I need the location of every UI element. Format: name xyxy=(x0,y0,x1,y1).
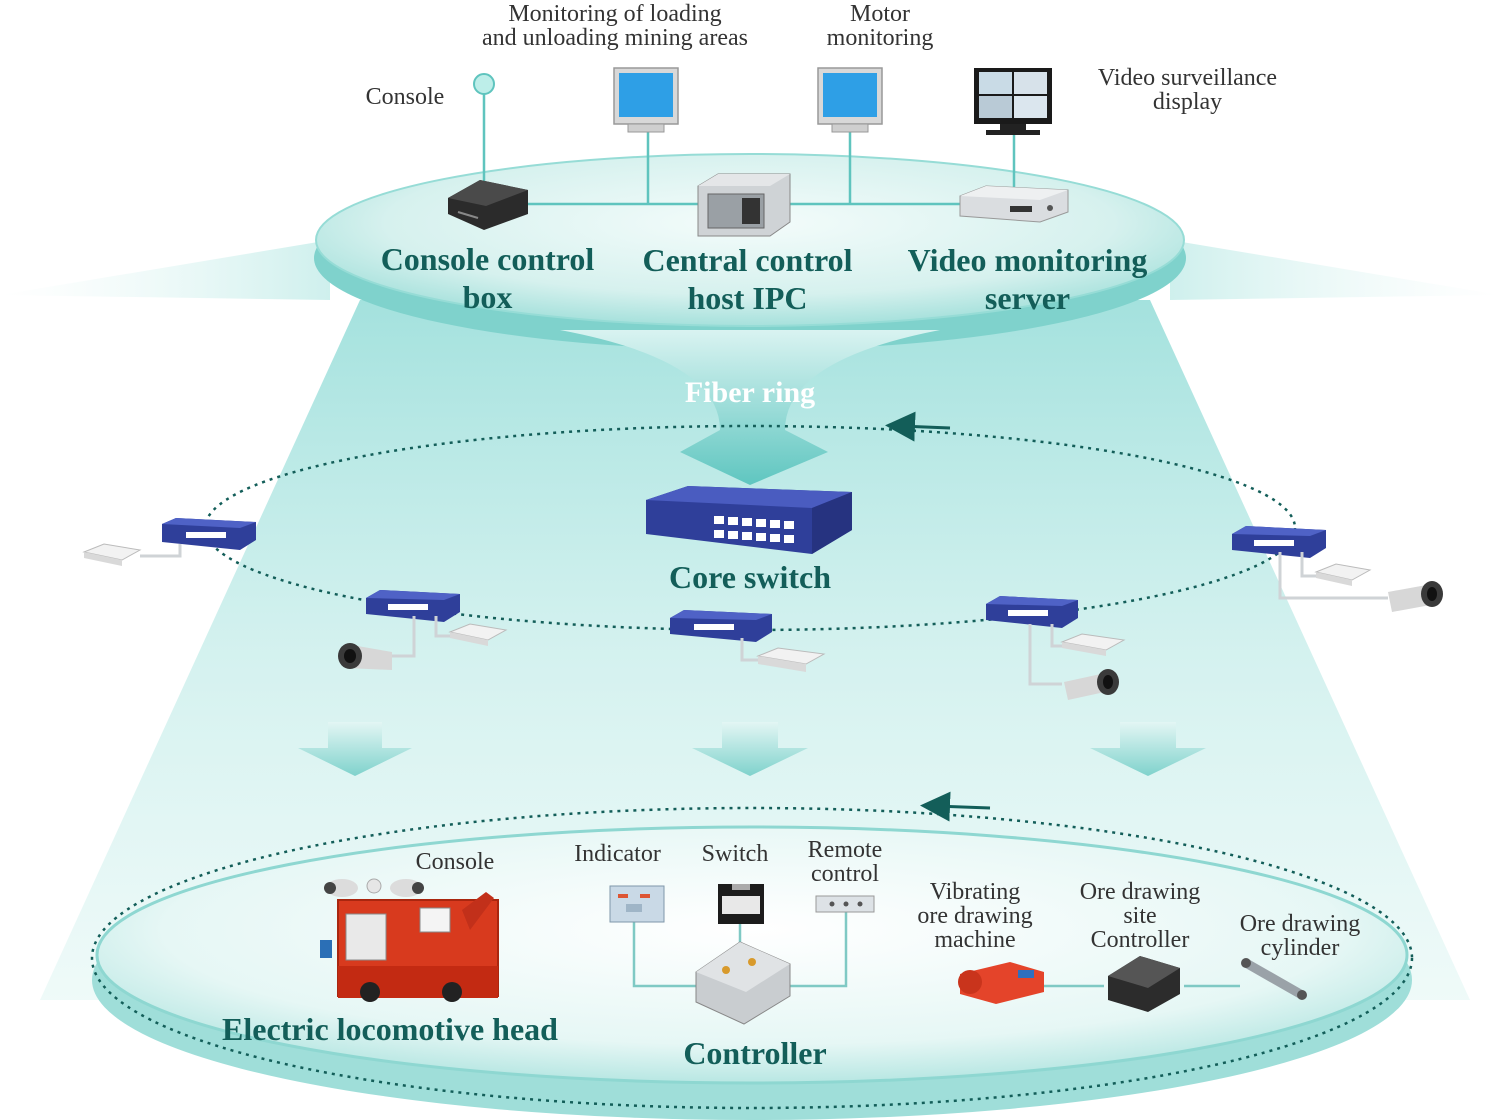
cylinder-icon xyxy=(1241,958,1307,1000)
monitor-icon xyxy=(817,67,883,133)
bottom-ring-arrow xyxy=(920,791,991,822)
remote-control-label: Remote control xyxy=(807,837,883,887)
fiber-ring-direction-arrow xyxy=(885,411,951,442)
right-glow xyxy=(1170,240,1500,300)
core-switch-label: Core switch xyxy=(668,559,832,595)
site-controller-icon xyxy=(1108,956,1180,1012)
camera-icon xyxy=(1064,669,1119,700)
indicator-label: Indicator xyxy=(574,841,661,867)
down-arrow-center xyxy=(692,722,808,776)
down-arrow-right xyxy=(1090,722,1206,776)
video-server-icon xyxy=(959,185,1069,223)
electric-locomotive-label: Electric locomotive head xyxy=(222,1011,558,1047)
access-point-icon xyxy=(1060,633,1126,656)
core-switch-icon xyxy=(646,486,852,554)
console-knob-icon xyxy=(473,73,495,95)
bottom-connections xyxy=(632,910,1240,988)
access-switch-icon xyxy=(1232,526,1326,558)
left-glow xyxy=(0,240,330,300)
cone-light-beam xyxy=(40,300,1470,1000)
access-point-icon xyxy=(448,623,508,646)
indicator-icon xyxy=(609,885,665,923)
cylinder-label: Ore drawing cylinder xyxy=(1239,911,1361,961)
fiber-ring-label: Fiber ring xyxy=(684,376,816,409)
locomotive-icon xyxy=(320,878,499,1002)
vibrating-machine-label: Vibrating ore drawing machine xyxy=(917,879,1033,953)
console-control-box-label: Console control box xyxy=(380,241,595,315)
camera-icon xyxy=(338,643,392,670)
controller-label: Controller xyxy=(683,1035,827,1071)
device-cables xyxy=(140,544,1388,686)
console-bottom-label: Console xyxy=(415,849,495,875)
monitoring-loading-label: Monitoring of loading and unloading mini… xyxy=(482,1,748,51)
console-label: Console xyxy=(365,84,445,110)
controller-icon xyxy=(695,941,791,1025)
access-point-icon xyxy=(1314,563,1372,586)
camera-icon xyxy=(1388,581,1443,612)
down-arrow-left xyxy=(298,722,412,776)
video-monitoring-server-label: Video monitoring server xyxy=(907,242,1148,316)
access-point-icon xyxy=(82,543,142,566)
fiber-ring-arrow xyxy=(560,330,940,485)
video-surveillance-label: Video surveillance display xyxy=(1097,65,1278,115)
bottom-dotted-ring xyxy=(90,806,1414,1110)
access-switch-icon xyxy=(986,596,1078,628)
access-switch-icon xyxy=(162,518,256,550)
motor-monitoring-label: Motor monitoring xyxy=(826,1,934,51)
access-point-icon xyxy=(756,647,826,672)
console-box-icon xyxy=(448,180,528,230)
industrial-pc-icon xyxy=(697,173,791,237)
remote-control-icon xyxy=(815,895,875,913)
control-switch-icon xyxy=(718,884,764,924)
access-switch-icon xyxy=(670,610,772,642)
monitor-icon xyxy=(613,67,679,133)
surveillance-display-icon xyxy=(974,68,1052,135)
vibrating-machine-icon xyxy=(958,962,1044,1004)
site-controller-label: Ore drawing site Controller xyxy=(1079,879,1201,953)
access-switch-icon xyxy=(366,590,460,622)
switch-label: Switch xyxy=(701,841,769,867)
central-control-host-label: Central control host IPC xyxy=(642,242,853,316)
